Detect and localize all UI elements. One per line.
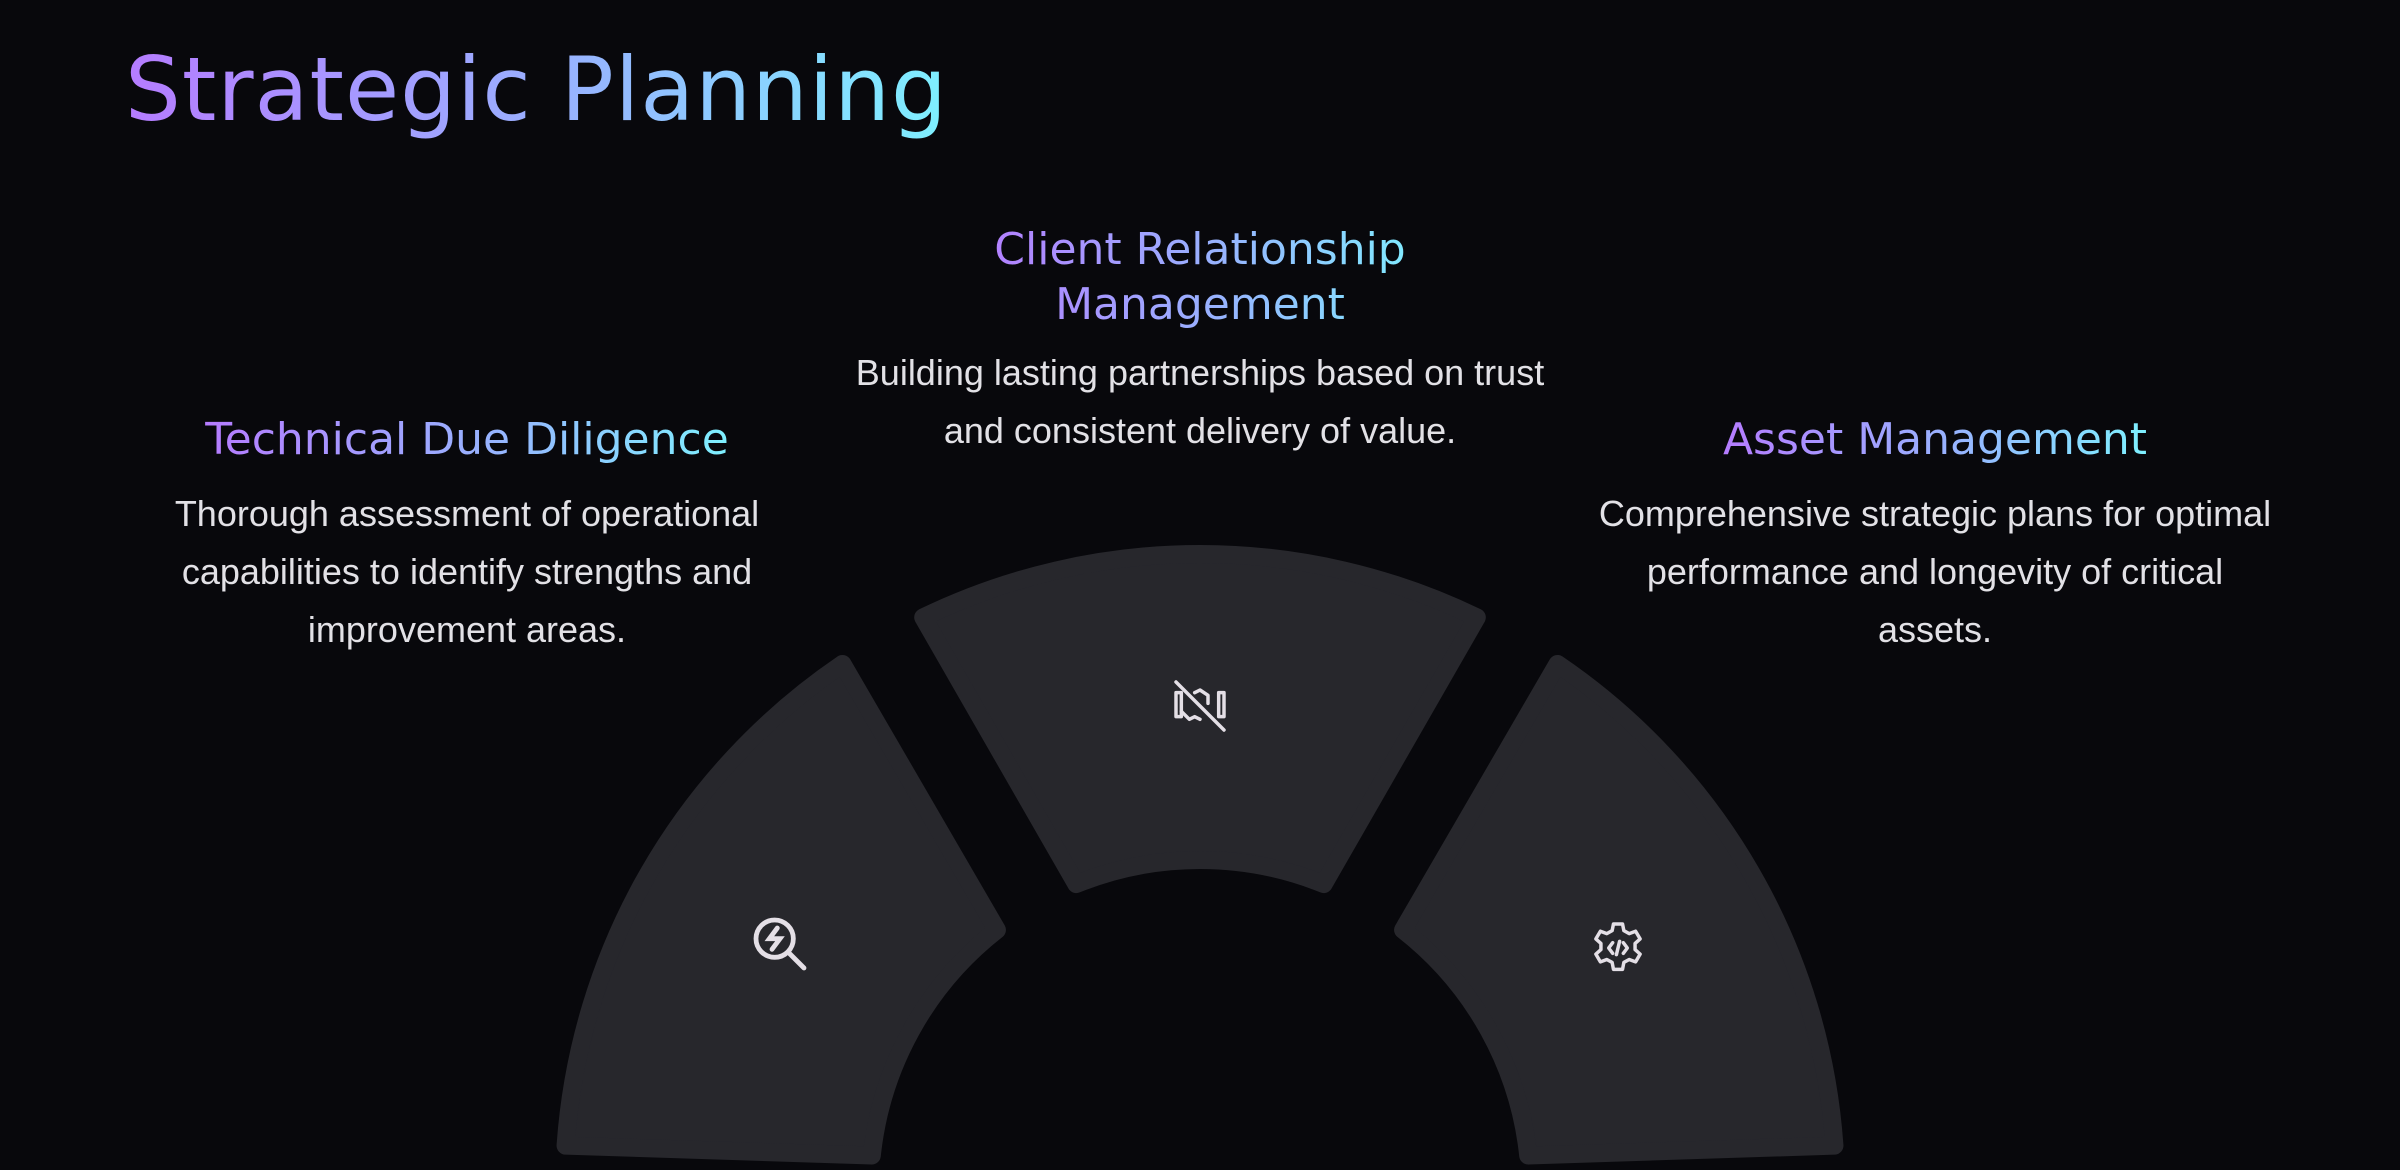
search-bolt-icon [753, 917, 807, 971]
card-client-relationship: Client Relationship Management Building … [850, 222, 1550, 460]
page-title: Strategic Planning [125, 38, 948, 141]
card-description: Comprehensive strategic plans for optima… [1598, 493, 2272, 650]
card-title: Client Relationship Management [970, 222, 1430, 332]
card-title: Technical Due Diligence [205, 414, 729, 465]
settings-code-icon [1594, 922, 1642, 972]
segment-asset-management[interactable] [1394, 654, 1844, 1165]
card-description: Thorough assessment of operational capab… [174, 493, 760, 650]
card-technical-due-diligence: Technical Due Diligence Thorough assessm… [117, 412, 817, 659]
card-description: Building lasting partnerships based on t… [855, 352, 1545, 451]
segment-technical-due-diligence[interactable] [556, 654, 1006, 1165]
card-asset-management: Asset Management Comprehensive strategic… [1585, 412, 2285, 659]
handshake-off-icon [1174, 680, 1226, 732]
card-title: Asset Management [1722, 414, 2148, 465]
